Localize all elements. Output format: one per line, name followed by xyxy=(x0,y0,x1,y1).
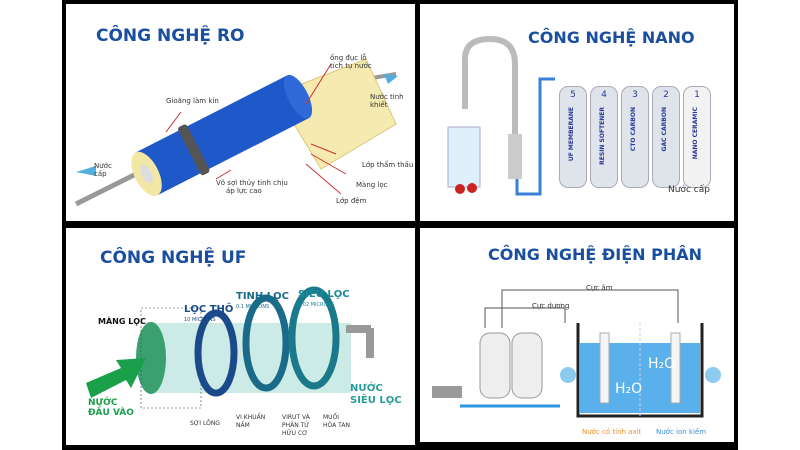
svg-text:H₂O: H₂O xyxy=(648,356,675,372)
cathode-label: Cực âm xyxy=(586,284,613,292)
filter-name: RESIN SOFTENER xyxy=(599,107,606,165)
alkaline-water-label: Nước ion kiềm xyxy=(656,428,707,436)
ro-label-membrane: Màng lọc xyxy=(356,181,388,189)
filter-number: 2 xyxy=(663,90,669,100)
filter-number: 1 xyxy=(694,90,700,100)
uf-title: CÔNG NGHỆ UF xyxy=(100,248,247,268)
electrolysis-title: CÔNG NGHỆ ĐIỆN PHÂN xyxy=(488,245,702,264)
ro-label-permeate: Lớp thẩm thấu xyxy=(362,161,414,169)
panel-electrolysis: H₂O H₂O CÔNG NGHỆ ĐIỆN PHÂN Cực âm Cực d… xyxy=(420,228,734,442)
electrolysis-illustration: H₂O H₂O xyxy=(432,289,721,418)
acid-water-label: Nước có tính axit xyxy=(582,428,642,436)
filter-number: 3 xyxy=(632,90,638,100)
nano-inlet-label: Nước cấp xyxy=(668,185,710,195)
ro-membrane-illustration xyxy=(74,58,398,207)
ro-label-spacer: Lớp đệm xyxy=(336,197,367,205)
nano-title: CÔNG NGHỆ NANO xyxy=(528,28,695,47)
ro-label-seal: Gioăng làm kín xyxy=(166,97,219,105)
nano-filter-cartridge: 5 UF MEMBERANE xyxy=(559,86,587,188)
uf-filter-illustration xyxy=(86,286,374,409)
ro-title: CÔNG NGHỆ RO xyxy=(96,26,245,46)
uf-hair-label: SỢI LÔNG xyxy=(190,420,220,427)
filter-number: 5 xyxy=(570,90,576,100)
uf-membrane-label: MÀNG LỌC xyxy=(98,317,146,326)
filter-name: UF MEMBERANE xyxy=(568,107,575,162)
svg-text:H₂O: H₂O xyxy=(615,381,642,397)
filter-name: NANO CERAMIC xyxy=(692,107,699,160)
nano-filter-illustration xyxy=(447,35,555,196)
filter-name: CTO CARBON xyxy=(630,107,637,152)
anode-label: Cực dương xyxy=(532,302,570,310)
filter-number: 4 xyxy=(601,90,607,100)
filter-name: GAC CARBON xyxy=(661,107,668,152)
